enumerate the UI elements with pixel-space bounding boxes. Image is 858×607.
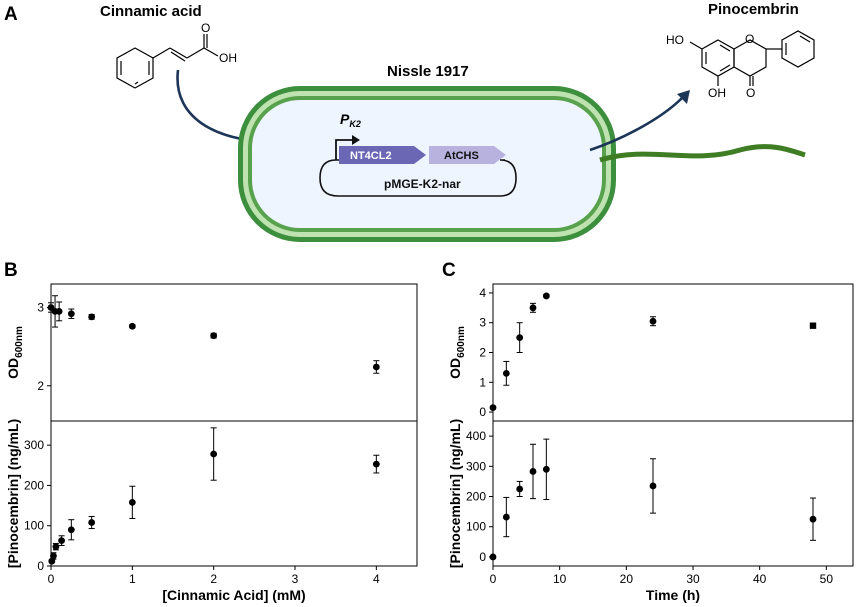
x-tick-label: 40 bbox=[753, 572, 767, 586]
y-tick-label: 300 bbox=[24, 438, 44, 452]
y-tick-label: 0 bbox=[479, 405, 486, 419]
y-tick-label: 400 bbox=[466, 429, 486, 443]
y-axis-label: OD600nm bbox=[5, 326, 25, 379]
data-point bbox=[502, 369, 510, 377]
data-point bbox=[210, 332, 218, 340]
panel-label-b: B bbox=[4, 260, 18, 281]
cinnamic-acid-structure bbox=[116, 34, 219, 89]
promoter-arrowhead bbox=[352, 135, 360, 145]
substrate-oh-label: OH bbox=[219, 51, 237, 65]
y-tick-label: 3 bbox=[37, 300, 44, 314]
plot-frame bbox=[50, 283, 418, 422]
x-axis-label: [Cinnamic Acid] (mM) bbox=[162, 587, 305, 603]
x-axis-label: Time (h) bbox=[646, 587, 700, 603]
product-ho-label: HO bbox=[666, 33, 684, 47]
y-tick-label: 100 bbox=[466, 520, 486, 534]
y-tick-label: 0 bbox=[37, 559, 44, 573]
y-tick-label: 200 bbox=[24, 478, 44, 492]
pinocembrin-structure bbox=[689, 30, 815, 86]
y-tick-label: 200 bbox=[466, 490, 486, 504]
product-ring-o-label: O bbox=[745, 32, 754, 46]
ecoli-cell bbox=[238, 86, 616, 242]
data-point bbox=[67, 310, 75, 318]
data-point bbox=[529, 304, 537, 312]
x-tick-label: 0 bbox=[48, 572, 55, 586]
panel-label-c: C bbox=[442, 260, 456, 281]
y-axis-label: [Pinocembrin] (ng/mL) bbox=[5, 419, 21, 568]
substrate-o-label: O bbox=[201, 21, 210, 35]
data-point bbox=[128, 322, 136, 330]
gene-nt4cl2-label: NT4CL2 bbox=[350, 150, 392, 162]
data-point bbox=[502, 513, 510, 521]
data-point bbox=[649, 482, 657, 490]
panel-label-a: A bbox=[4, 4, 18, 25]
data-point bbox=[516, 334, 524, 342]
plot-frame bbox=[492, 283, 854, 422]
product-keto-o-label: O bbox=[746, 86, 755, 100]
y-tick-label: 1 bbox=[479, 375, 486, 389]
data-point bbox=[58, 537, 65, 545]
data-point bbox=[88, 313, 96, 321]
data-point bbox=[55, 308, 63, 315]
substrate-label: Cinnamic acid bbox=[100, 3, 202, 20]
export-arrow bbox=[589, 97, 683, 152]
x-tick-label: 10 bbox=[553, 572, 567, 586]
data-point bbox=[516, 485, 524, 493]
chart-b-bottom: 0 100 200 300 0 1 2 3 4 [Cinnamic Acid] (mM) [Pino… bbox=[5, 419, 418, 603]
data-point bbox=[649, 317, 657, 325]
promoter-label: PK2 bbox=[340, 111, 361, 129]
data-point bbox=[210, 450, 218, 458]
x-tick-label: 1 bbox=[129, 572, 136, 586]
data-point bbox=[542, 292, 550, 300]
gene-atchs-label: AtCHS bbox=[444, 150, 479, 162]
data-point-square bbox=[809, 322, 817, 329]
x-tick-label: 4 bbox=[373, 572, 380, 586]
data-point bbox=[542, 465, 550, 473]
plot-frame bbox=[492, 420, 854, 567]
y-tick-label: 3 bbox=[479, 316, 486, 330]
y-tick-label: 2 bbox=[479, 346, 486, 360]
data-point bbox=[67, 526, 75, 534]
data-point bbox=[809, 515, 817, 523]
data-point bbox=[489, 553, 497, 561]
x-tick-label: 2 bbox=[210, 572, 217, 586]
gene-nt4cl2 bbox=[339, 146, 426, 164]
data-point bbox=[128, 498, 136, 506]
product-oh-label: OH bbox=[708, 86, 726, 100]
y-tick-label: 300 bbox=[466, 459, 486, 473]
data-point bbox=[372, 460, 380, 468]
data-point bbox=[50, 552, 57, 560]
export-arrowhead bbox=[677, 90, 690, 104]
y-tick-label: 2 bbox=[37, 379, 44, 393]
x-tick-label: 0 bbox=[490, 572, 497, 586]
data-point bbox=[372, 363, 380, 371]
y-axis-label: OD600nm bbox=[447, 326, 467, 379]
data-point bbox=[489, 404, 497, 411]
y-tick-label: 4 bbox=[479, 286, 486, 300]
data-point bbox=[88, 519, 96, 526]
x-tick-label: 20 bbox=[620, 572, 634, 586]
plot-frame bbox=[50, 420, 418, 567]
gene-atchs bbox=[429, 146, 506, 164]
y-axis-label: [Pinocembrin] (ng/mL) bbox=[447, 419, 463, 568]
x-tick-label: 50 bbox=[820, 572, 834, 586]
plasmid-backbone bbox=[319, 159, 517, 197]
data-point bbox=[52, 543, 60, 551]
y-tick-label: 100 bbox=[24, 519, 44, 533]
promoter-arrow bbox=[335, 139, 356, 160]
plasmid-label: pMGE-K2-nar bbox=[384, 177, 461, 191]
product-label: Pinocembrin bbox=[708, 1, 799, 18]
data-point bbox=[529, 468, 537, 475]
x-tick-label: 30 bbox=[686, 572, 700, 586]
y-tick-label: 0 bbox=[479, 550, 486, 564]
strain-label: Nissle 1917 bbox=[387, 63, 469, 80]
flagellum bbox=[599, 144, 806, 163]
x-tick-label: 3 bbox=[292, 572, 299, 586]
